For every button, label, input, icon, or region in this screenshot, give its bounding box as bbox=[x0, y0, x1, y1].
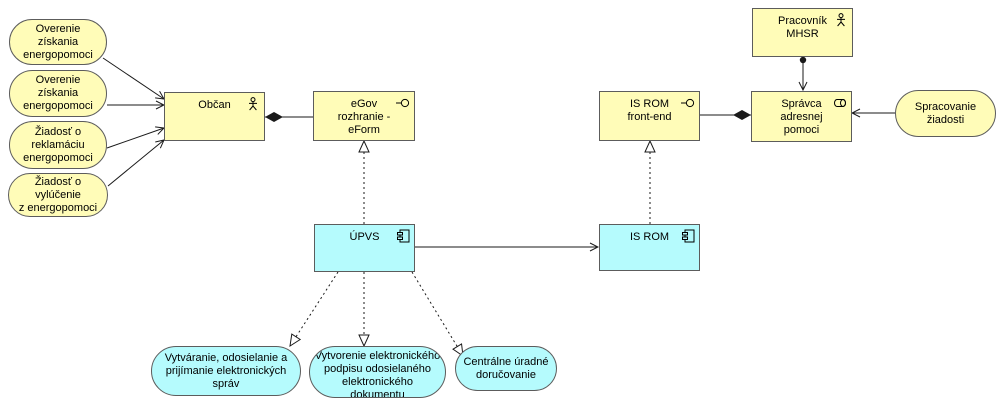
event-spracovanie-ziadosti-label: Spracovanie žiadosti bbox=[914, 100, 977, 126]
component-upvs-label: ÚPVS bbox=[349, 231, 380, 243]
interface-isrom-frontend[interactable]: IS ROM front-end bbox=[599, 91, 700, 141]
interface-icon bbox=[681, 96, 695, 110]
event-ziadost-reklamacia[interactable]: Žiadosť o reklamáciu energopomoci bbox=[9, 121, 107, 169]
event-spracovanie-ziadosti[interactable]: Spracovanie žiadosti bbox=[895, 90, 996, 137]
component-isrom[interactable]: IS ROM bbox=[599, 224, 700, 271]
interface-icon bbox=[396, 96, 410, 110]
event-overenie-ziskania-2-label: Overenie získania energopomoci bbox=[23, 74, 93, 112]
actor-icon bbox=[246, 97, 260, 111]
role-spravca-label: Správca adresnej pomoci bbox=[780, 98, 823, 136]
component-icon bbox=[681, 229, 695, 243]
component-icon bbox=[396, 229, 410, 243]
edge-upvs-vytvaranie bbox=[289, 271, 339, 348]
actor-pracovnik-mhsr-label: Pracovník MHSR bbox=[778, 15, 827, 40]
service-podpis-label: Vytvorenie elektronického podpisu odosie… bbox=[314, 350, 441, 398]
event-overenie-ziskania-1[interactable]: Overenie získania energopomoci bbox=[9, 19, 107, 65]
component-isrom-label: IS ROM bbox=[629, 231, 670, 243]
edge-overenie1-obcan bbox=[102, 57, 164, 99]
service-dorucovanie-label: Centrálne úradné doručovanie bbox=[463, 355, 549, 381]
component-upvs[interactable]: ÚPVS bbox=[314, 224, 415, 272]
interface-egov-eform[interactable]: eGov rozhranie - eForm bbox=[313, 91, 415, 141]
service-centralne-dorucovanie[interactable]: Centrálne úradné doručovanie bbox=[455, 346, 557, 391]
event-ziadost-reklamacia-label: Žiadosť o reklamáciu energopomoci bbox=[23, 125, 93, 164]
role-icon bbox=[833, 96, 847, 110]
event-ziadost-vylucenie-label: Žiadosť o vylúčenie z energopomoci bbox=[18, 175, 98, 214]
edge-vylucenie-obcan bbox=[107, 140, 164, 187]
service-vytvaranie-sprav[interactable]: Vytváranie, odosielanie a prijímanie ele… bbox=[151, 346, 301, 396]
service-vytvaranie-label: Vytváranie, odosielanie a prijímanie ele… bbox=[164, 351, 288, 390]
interface-isrom-frontend-label: IS ROM front-end bbox=[627, 98, 672, 123]
edge-upvs-dorucovanie bbox=[411, 271, 464, 358]
service-elektronicky-podpis[interactable]: Vytvorenie elektronického podpisu odosie… bbox=[309, 346, 446, 398]
role-spravca-adresnej-pomoci[interactable]: Správca adresnej pomoci bbox=[751, 91, 852, 142]
actor-obcan[interactable]: Občan bbox=[164, 92, 265, 141]
edge-reklamacia-obcan bbox=[106, 128, 164, 149]
interface-egov-eform-label: eGov rozhranie - eForm bbox=[337, 98, 391, 136]
event-overenie-ziskania-1-label: Overenie získania energopomoci bbox=[23, 22, 93, 61]
actor-pracovnik-mhsr[interactable]: Pracovník MHSR bbox=[752, 8, 853, 57]
event-ziadost-vylucenie[interactable]: Žiadosť o vylúčenie z energopomoci bbox=[8, 173, 108, 217]
event-overenie-ziskania-2[interactable]: Overenie získania energopomoci bbox=[9, 70, 107, 117]
actor-obcan-label: Občan bbox=[198, 99, 231, 111]
actor-icon bbox=[834, 13, 848, 27]
